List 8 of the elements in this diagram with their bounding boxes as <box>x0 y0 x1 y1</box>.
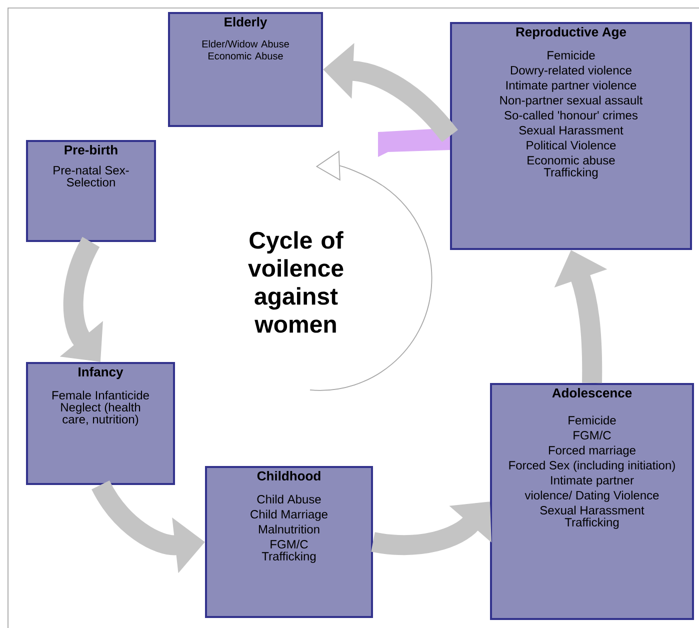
stage-box: Infancy Female Infanticide Neglect (health care, nutrition) <box>26 362 175 485</box>
stage-box: Elderly Elder/Widow Abuse Economic Abuse <box>168 12 323 127</box>
stage-box: Reproductive Age Femicide Dowry-related violence Intimate partner violence Non-partner sexual assault So-called 'honour' crimes Sexual Harassment Political Violence Economic abuse Trafficking <box>450 22 692 250</box>
center-title: Cycle of voilence against women <box>248 231 344 333</box>
stage-box: Childhood Child Abuse Child Marriage Malnutrition FGM/C Trafficking <box>205 466 373 618</box>
arrow <box>371 502 492 555</box>
stage-box: Adolescence Femicide FGM/C Forced marriage Forced Sex (including initiation) Intimate partner violence/ Dating Violence Sexual Harassment Trafficking <box>490 382 694 620</box>
stage-box: Pre-birth Pre-natal Sex-Selection <box>26 140 156 242</box>
